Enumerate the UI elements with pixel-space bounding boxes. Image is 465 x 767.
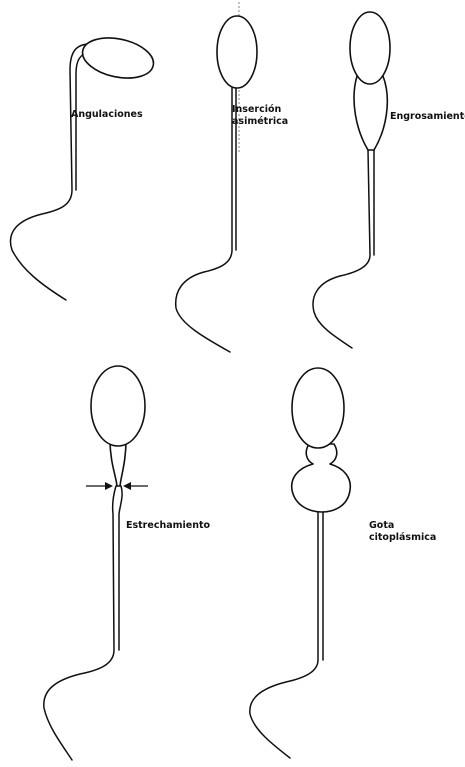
label-engrosamiento: Engrosamiento [390,111,465,122]
engrosamiento-tail [313,150,370,348]
sperm-gota-citoplasmica: Gota citoplásmica [250,368,436,758]
gota-head [292,368,344,448]
label-gota-1: Gota [369,520,394,531]
engrosamiento-midpiece [354,76,387,150]
engrosamiento-head [350,12,390,84]
insercion-head [217,16,257,88]
sperm-engrosamiento: Engrosamiento [313,12,465,348]
gota-tail [250,512,318,758]
angulaciones-tail [10,44,90,300]
angulaciones-head [79,32,157,84]
angulaciones-tail-inner [76,52,92,190]
insercion-tail [176,88,232,352]
cytoplasmic-droplet [292,444,351,512]
right-arrow-head [123,482,131,490]
label-estrechamiento: Estrechamiento [126,520,211,531]
sperm-angulaciones: Angulaciones [10,32,157,300]
estrechamiento-head [91,366,145,446]
estrechamiento-tail-inner [119,486,122,650]
label-angulaciones: Angulaciones [71,109,143,120]
left-arrow-head [105,482,113,490]
label-gota-2: citoplásmica [369,532,436,543]
estrechamiento-tail [44,486,116,760]
label-insercion-1: Inserción [232,104,281,115]
label-insercion-2: asimétrica [232,116,288,127]
sperm-estrechamiento: Estrechamiento [44,366,211,760]
estrechamiento-neck [110,440,126,486]
sperm-insercion-asimetrica: Inserción asimétrica [176,2,288,352]
